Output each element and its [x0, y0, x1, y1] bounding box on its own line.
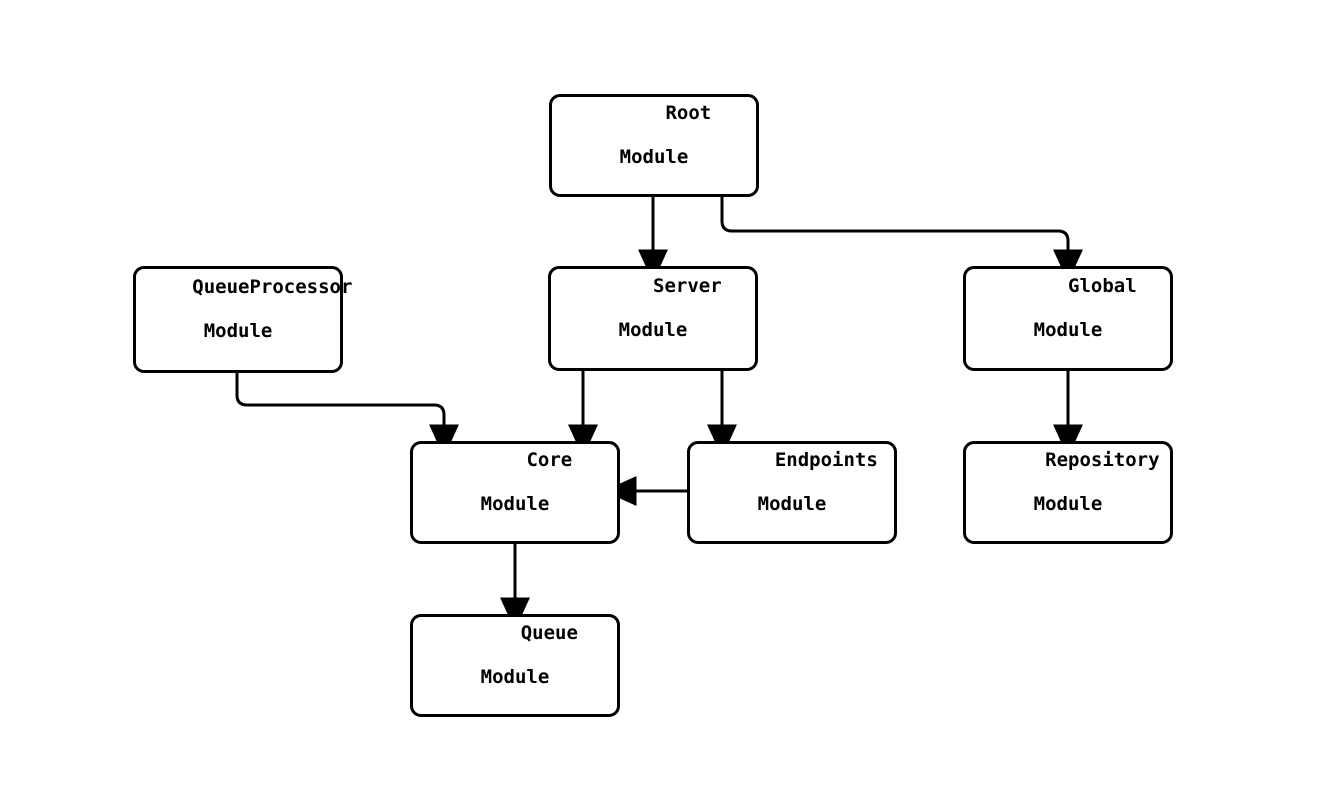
node-root-module-label: Root Module — [597, 80, 712, 212]
node-queueprocessor-module[interactable]: QueueProcessor Module — [133, 266, 352, 373]
node-server-module-label: Server Module — [584, 253, 722, 385]
node-server-module-name: Server — [653, 274, 722, 297]
node-queueprocessor-module-suffix: Module — [203, 319, 273, 342]
node-endpoints-module-name: Endpoints — [774, 448, 878, 471]
node-global-module-name: Global — [1068, 274, 1137, 297]
node-queue-module-suffix: Module — [480, 665, 550, 688]
node-global-module-label: Global Module — [999, 253, 1137, 385]
node-repository-module-suffix: Module — [1033, 492, 1103, 515]
node-server-module-suffix: Module — [618, 318, 688, 341]
node-root-module[interactable]: Root Module — [549, 94, 759, 197]
node-core-module[interactable]: Core Module — [410, 441, 620, 544]
node-endpoints-module-suffix: Module — [757, 492, 827, 515]
node-repository-module-name: Repository — [1045, 448, 1160, 471]
edge-root-global — [720, 197, 1083, 283]
node-root-module-suffix: Module — [619, 145, 689, 168]
node-queue-module-label: Queue Module — [452, 600, 578, 732]
node-core-module-name: Core — [526, 448, 573, 471]
node-repository-module[interactable]: Repository Module — [963, 441, 1173, 544]
node-global-module[interactable]: Global Module — [963, 266, 1173, 371]
node-repository-module-label: Repository Module — [976, 427, 1160, 559]
node-endpoints-module[interactable]: Endpoints Module — [687, 441, 897, 544]
node-root-module-name: Root — [665, 101, 712, 124]
node-core-module-suffix: Module — [480, 492, 550, 515]
node-queue-module-name: Queue — [520, 621, 578, 644]
node-queueprocessor-module-label: QueueProcessor Module — [124, 254, 353, 386]
node-core-module-label: Core Module — [458, 427, 573, 559]
node-server-module[interactable]: Server Module — [548, 266, 758, 371]
node-queueprocessor-module-name: QueueProcessor — [192, 275, 353, 298]
node-queue-module[interactable]: Queue Module — [410, 614, 620, 717]
node-global-module-suffix: Module — [1033, 318, 1103, 341]
node-endpoints-module-label: Endpoints Module — [706, 427, 878, 559]
